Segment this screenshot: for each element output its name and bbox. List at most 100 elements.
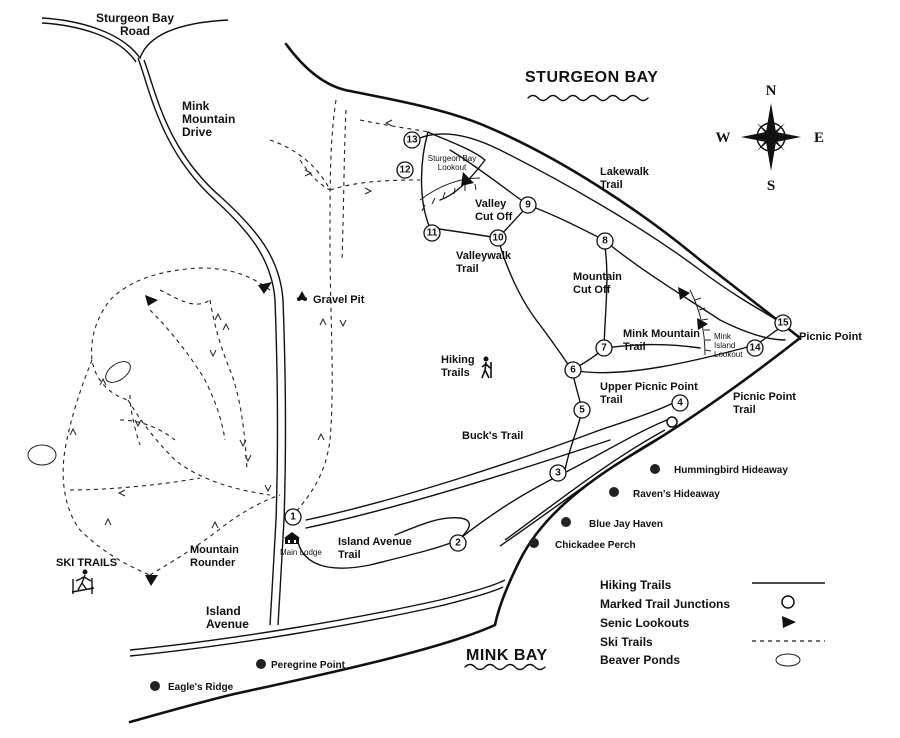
sturgeon-bay-lookout-icon	[461, 172, 474, 186]
shore-road-2	[499, 435, 663, 547]
hummingbird-hideaway-dot	[650, 464, 660, 474]
junction-4: 4	[671, 394, 689, 412]
island-avenue-road-edge	[129, 586, 504, 657]
junction-11: 11	[423, 224, 441, 242]
legend: Hiking Trails Marked Trail Junctions Sen…	[600, 578, 825, 667]
trail-junctions: 1 2 3 4 5 6 7 8 9 10 11 12 13 14 15	[284, 131, 792, 552]
svg-text:3: 3	[555, 468, 561, 479]
gravel-pit-icon	[297, 291, 307, 301]
ski-trails-label: SKI TRAILS	[56, 557, 117, 569]
gravel-pit-label: Gravel Pit	[313, 294, 365, 306]
picnic-point-label: Picnic Point	[799, 331, 862, 343]
ski-arrow-head-3	[145, 575, 158, 586]
chickadee-perch-dot	[529, 538, 539, 548]
svg-text:7: 7	[601, 343, 607, 354]
legend-junctions-label: Marked Trail Junctions	[600, 597, 730, 611]
island-avenue-road	[129, 579, 506, 651]
sturgeon-bay-lookout-ridge	[419, 177, 481, 212]
legend-pond-swatch	[775, 653, 801, 667]
lodge-icon	[284, 532, 300, 544]
svg-text:13: 13	[406, 135, 418, 146]
shore-road-1	[504, 429, 666, 541]
svg-text:5: 5	[579, 405, 585, 416]
junction-4-inner	[666, 416, 678, 428]
ski-arrow-head-2	[258, 282, 272, 294]
junction-5: 5	[573, 401, 591, 419]
svg-text:11: 11	[427, 228, 438, 239]
main-lodge-label: Main Lodge	[280, 548, 322, 557]
sturgeon-bay-shoreline	[284, 42, 802, 340]
svg-text:14: 14	[749, 343, 761, 354]
hummingbird-hideaway-label: Hummingbird Hideaway	[674, 465, 788, 476]
compass-south: S	[767, 178, 775, 194]
junction-10: 10	[489, 229, 507, 247]
junction-7: 7	[595, 339, 613, 357]
svg-text:9: 9	[525, 200, 531, 211]
junction-14: 14	[746, 339, 764, 357]
bucks-trail-label: Buck's Trail	[462, 430, 523, 442]
mink-island-lookout-icon	[678, 287, 690, 300]
beaver-pond-1	[27, 444, 57, 466]
ski-arrow-head-1	[145, 295, 158, 306]
svg-text:1: 1	[290, 512, 296, 523]
mink-bay-label: MINK BAY	[466, 647, 548, 664]
mink-mountain-drive	[137, 57, 279, 626]
svg-text:8: 8	[602, 236, 608, 247]
mink-bay-shoreline	[128, 336, 802, 724]
ravens-hideaway-dot	[609, 487, 619, 497]
peregrine-point-label: Peregrine Point	[271, 660, 346, 671]
junction-12: 12	[396, 161, 414, 179]
sturgeon-bay-label: STURGEON BAY	[525, 69, 658, 86]
ski-direction-arrows	[69, 119, 393, 529]
junction-2: 2	[449, 534, 467, 552]
skier-icon	[71, 569, 95, 594]
mink-bay-waves	[464, 663, 546, 671]
blue-jay-haven-dot	[561, 517, 571, 527]
junction-6: 6	[564, 361, 582, 379]
compass-west: W	[716, 130, 731, 146]
eagles-ridge-dot	[150, 681, 160, 691]
legend-junction-swatch	[781, 595, 795, 609]
svg-text:6: 6	[570, 365, 576, 376]
compass-icon	[741, 103, 801, 171]
ski-trails	[62, 99, 429, 576]
eagles-ridge-label: Eagle's Ridge	[168, 682, 234, 693]
svg-text:2: 2	[455, 538, 461, 549]
peregrine-point-dot	[256, 659, 266, 669]
junction-8: 8	[596, 232, 614, 250]
ravens-hideaway-label: Raven's Hideaway	[633, 489, 720, 500]
legend-hiking-label: Hiking Trails	[600, 578, 672, 592]
legend-lookout-swatch	[782, 616, 796, 628]
legend-lookouts-label: Senic Lookouts	[600, 616, 690, 630]
legend-ski-label: Ski Trails	[600, 635, 653, 649]
svg-text:10: 10	[492, 233, 504, 244]
beaver-pond-2	[105, 361, 131, 383]
compass-east: E	[814, 130, 824, 146]
hiker-icon	[481, 356, 492, 379]
junction-1: 1	[284, 508, 302, 526]
svg-text:4: 4	[677, 398, 683, 409]
svg-text:15: 15	[777, 318, 789, 329]
blue-jay-haven-label: Blue Jay Haven	[589, 519, 663, 530]
mink-mountain-drive-edge	[143, 59, 287, 626]
junction-9: 9	[519, 196, 537, 214]
junction-15: 15	[774, 314, 792, 332]
hiking-trails	[296, 131, 786, 569]
mink-mountain-lookout-icon	[697, 318, 708, 330]
sturgeon-bay-road	[41, 17, 229, 60]
